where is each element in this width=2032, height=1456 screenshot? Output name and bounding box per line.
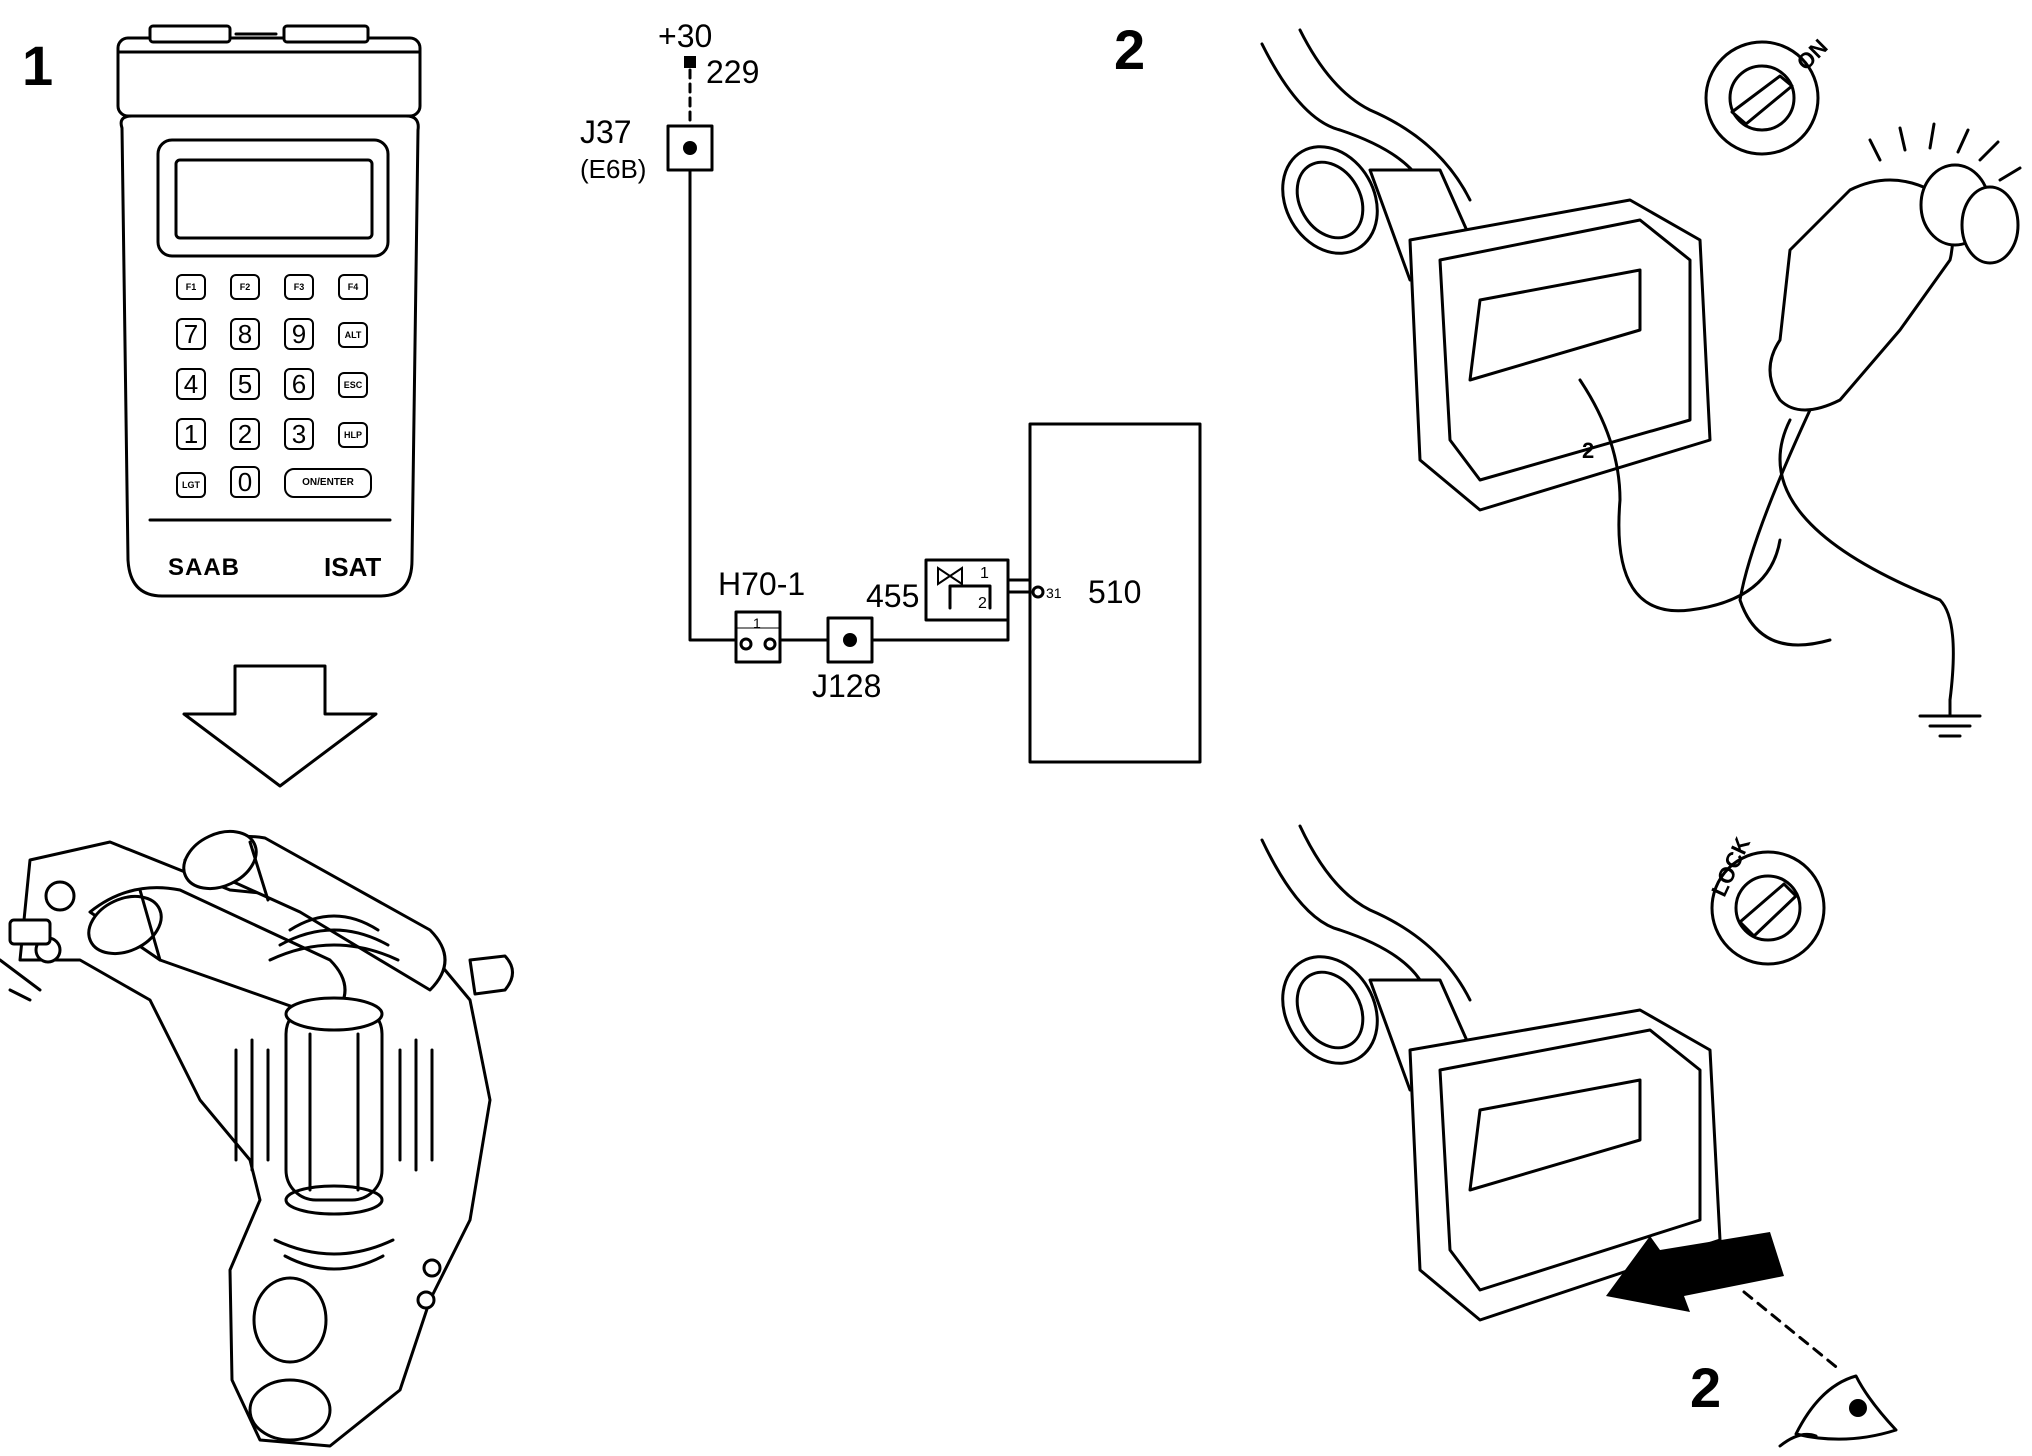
terminal-30-marker — [684, 56, 696, 68]
isat-key-hlp[interactable]: HLP — [338, 422, 368, 448]
eye-icon — [1778, 1374, 1898, 1448]
isat-key-esc[interactable]: ESC — [338, 372, 368, 398]
wire-229-label: 229 — [706, 54, 760, 90]
isat-key-2[interactable]: 2 — [230, 418, 260, 450]
ground-icon — [1918, 698, 1982, 738]
valve-pin-2: 2 — [978, 595, 987, 612]
solenoid-valve — [284, 1002, 384, 1202]
isat-tester — [116, 24, 422, 598]
test-lamp-icon — [1738, 122, 2022, 702]
throttle-body-illustration — [0, 829, 514, 1448]
valve-pin-1: 1 — [980, 565, 989, 582]
connector-h70-1 — [734, 610, 782, 664]
connector-lock-illustration — [1260, 824, 1898, 1448]
junction-j37-sublabel: (E6B) — [580, 154, 647, 184]
ignition-switch-lock-icon — [1710, 850, 1826, 966]
isat-key-f4[interactable]: F4 — [338, 274, 368, 300]
connector-housing-lock — [1408, 1008, 1722, 1322]
junction-j37-label: J37 — [580, 114, 632, 150]
isat-key-9[interactable]: 9 — [284, 318, 314, 350]
ecu-510-label: 510 — [1088, 574, 1142, 610]
isat-key-0[interactable]: 0 — [230, 466, 260, 498]
isat-key-1[interactable]: 1 — [176, 418, 206, 450]
isat-key-4[interactable]: 4 — [176, 368, 206, 400]
ecu-510 — [1028, 422, 1202, 764]
isat-key-on-enter[interactable]: ON/ENTER — [284, 468, 372, 498]
ignition-switch-on-icon — [1704, 40, 1820, 156]
junction-j128-label: J128 — [812, 668, 882, 704]
feed-wire — [688, 168, 742, 642]
isat-key-alt[interactable]: ALT — [338, 322, 368, 348]
isat-screen-bezel — [156, 138, 390, 258]
isat-key-7[interactable]: 7 — [176, 318, 206, 350]
isat-key-f2[interactable]: F2 — [230, 274, 260, 300]
isat-key-8[interactable]: 8 — [230, 318, 260, 350]
wiring-diagram — [666, 56, 1202, 764]
step-2-label: 2 — [1114, 18, 1146, 81]
isat-key-3[interactable]: 3 — [284, 418, 314, 450]
step-2-inspect-label: 2 — [1690, 1356, 1722, 1419]
isat-connector-block — [116, 36, 422, 118]
isat-screen — [174, 158, 374, 240]
isat-brand-label: SAAB — [168, 554, 241, 581]
isat-key-5[interactable]: 5 — [230, 368, 260, 400]
isat-key-f3[interactable]: F3 — [284, 274, 314, 300]
inspect-arrow-icon — [1606, 1232, 1784, 1312]
step-1-label: 1 — [22, 34, 54, 97]
down-arrow-icon — [182, 664, 378, 788]
isat-model-label: ISAT — [324, 552, 382, 582]
isat-key-lgt[interactable]: LGT — [176, 472, 206, 498]
connector-pin-2-label: 2 — [1582, 438, 1595, 463]
isat-key-f1[interactable]: F1 — [176, 274, 206, 300]
supply-30-label: +30 — [658, 18, 713, 54]
connector-h70-pin: 1 — [753, 615, 761, 631]
ecu-pin-31: 31 — [1046, 585, 1062, 601]
connector-h70-label: H70-1 — [718, 566, 806, 602]
valve-455-label: 455 — [866, 578, 920, 614]
isat-key-6[interactable]: 6 — [284, 368, 314, 400]
connector-on-illustration — [1260, 28, 2022, 738]
